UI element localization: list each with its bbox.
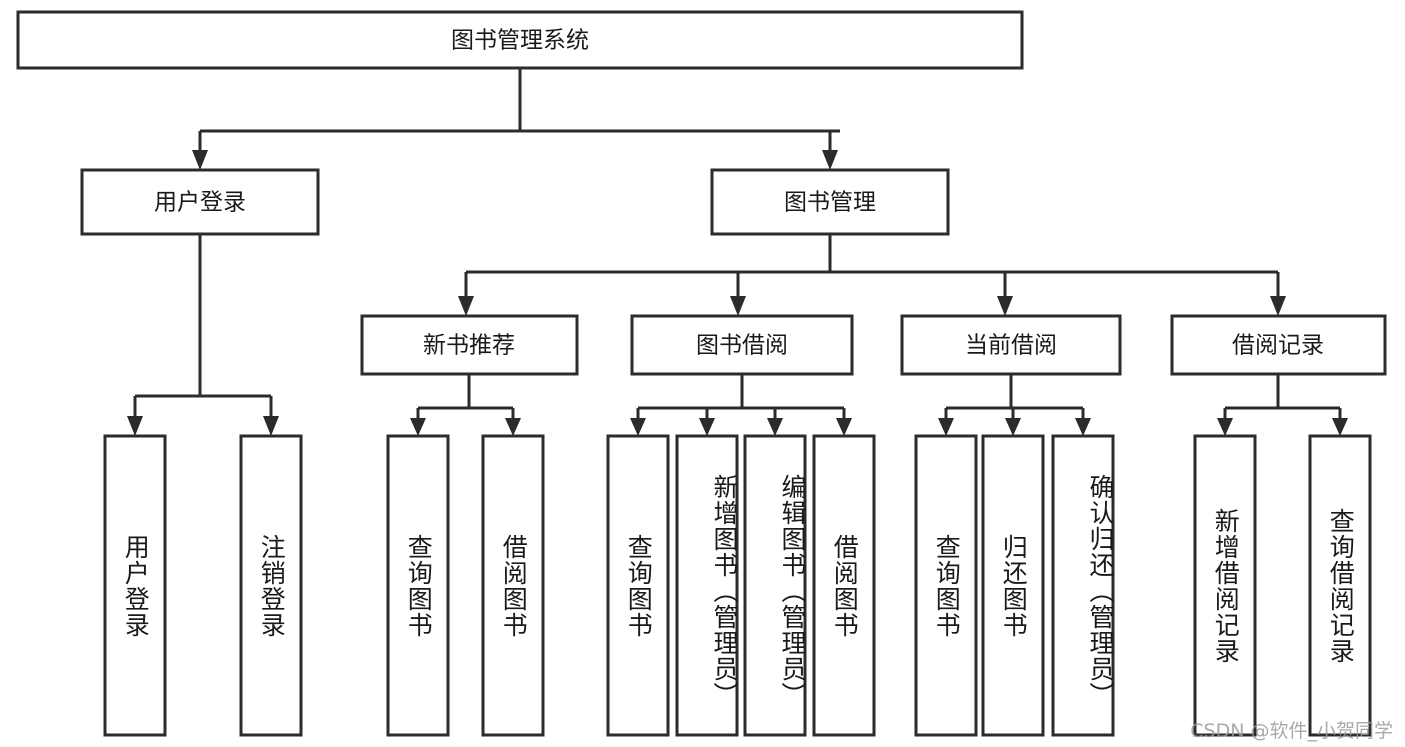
node-book-borrow-label: 图书借阅 — [696, 333, 788, 359]
arrowhead-leaf-user-login — [127, 416, 143, 436]
node-borrow-record-box[interactable] — [1170, 314, 1387, 376]
node-borrow-record[interactable]: 借阅记录 — [1170, 314, 1387, 376]
watermark-text: CSDN @软件_小贺同学 — [1190, 720, 1393, 742]
leaf-box-query-book-rec[interactable] — [386, 434, 450, 737]
arrowhead-borrow-record — [1270, 296, 1286, 316]
leaf-box-edit-book-admin[interactable] — [743, 434, 807, 737]
node-new-book-rec-box[interactable] — [360, 314, 579, 376]
edges-user-login-to-leaves — [127, 234, 279, 436]
node-root-box[interactable] — [16, 10, 1024, 70]
arrowhead-book-manage — [822, 150, 838, 170]
arrowhead-current-borrow — [997, 296, 1013, 316]
arrowhead-leaf-confirm-return-admin — [1075, 418, 1091, 436]
node-book-manage-label: 图书管理 — [784, 190, 876, 216]
leaf-boxes — [103, 434, 1372, 737]
node-user-login-box[interactable] — [80, 168, 320, 236]
node-book-manage[interactable]: 图书管理 — [710, 168, 950, 236]
node-current-borrow-box[interactable] — [900, 314, 1122, 376]
node-book-borrow[interactable]: 图书借阅 — [630, 314, 854, 376]
arrowhead-leaf-query-book-borrow — [630, 418, 646, 436]
leaf-box-return-book[interactable] — [981, 434, 1045, 737]
arrowhead-user-login — [192, 150, 208, 170]
leaf-box-query-borrow-record[interactable] — [1308, 434, 1372, 737]
node-current-borrow-label: 当前借阅 — [965, 333, 1057, 359]
arrowhead-leaf-query-borrow-record — [1332, 418, 1348, 436]
arrowhead-leaf-add-book-admin — [699, 418, 715, 436]
node-new-book-rec[interactable]: 新书推荐 — [360, 314, 579, 376]
edges-book-manage-to-level3 — [458, 234, 1286, 316]
leaf-box-add-book-admin[interactable] — [675, 434, 739, 737]
arrowhead-leaf-edit-book-admin — [767, 418, 783, 436]
arrowhead-leaf-logout-login — [263, 416, 279, 436]
node-book-borrow-box[interactable] — [630, 314, 854, 376]
arrowhead-leaf-borrow-book — [836, 418, 852, 436]
edges-book-borrow-to-leaves — [630, 374, 852, 436]
edges-new-book-rec-to-leaves — [410, 374, 521, 436]
node-current-borrow[interactable]: 当前借阅 — [900, 314, 1122, 376]
arrowhead-leaf-query-book-rec — [410, 418, 426, 436]
arrowhead-book-borrow — [730, 296, 746, 316]
node-borrow-record-label: 借阅记录 — [1232, 333, 1324, 359]
leaf-box-user-login[interactable] — [103, 434, 167, 737]
arrowhead-leaf-add-borrow-record — [1217, 418, 1233, 436]
leaf-box-add-borrow-record[interactable] — [1193, 434, 1257, 737]
leaf-box-query-book-borrow[interactable] — [606, 434, 670, 737]
node-new-book-rec-label: 新书推荐 — [423, 333, 515, 359]
node-root-label: 图书管理系统 — [451, 28, 589, 54]
leaf-box-confirm-return-admin[interactable] — [1051, 434, 1115, 737]
leaf-box-query-book-current[interactable] — [914, 434, 978, 737]
leaf-box-logout-login[interactable] — [239, 434, 303, 737]
leaf-box-borrow-book[interactable] — [812, 434, 876, 737]
edges-borrow-record-to-leaves — [1217, 374, 1348, 436]
arrowhead-leaf-borrow-book-rec — [505, 418, 521, 436]
arrowhead-leaf-query-book-current — [938, 418, 954, 436]
node-user-login-label: 用户登录 — [154, 190, 246, 216]
arrowhead-new-book-rec — [458, 296, 474, 316]
leaf-box-borrow-book-rec[interactable] — [481, 434, 545, 737]
edges-root-to-level2 — [192, 68, 840, 170]
node-root[interactable]: 图书管理系统 — [16, 10, 1024, 70]
node-book-manage-box[interactable] — [710, 168, 950, 236]
edges-current-borrow-to-leaves — [938, 374, 1091, 436]
arrowhead-leaf-return-book — [1005, 418, 1021, 436]
node-user-login[interactable]: 用户登录 — [80, 168, 320, 236]
